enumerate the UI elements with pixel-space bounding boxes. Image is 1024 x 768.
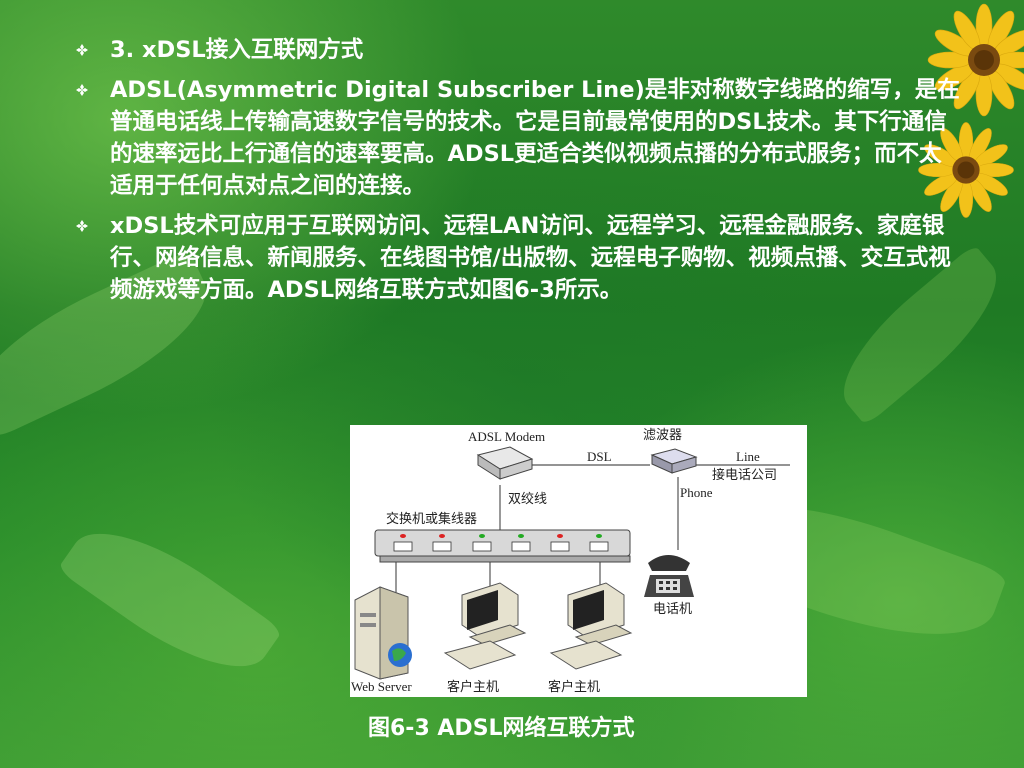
bullet-item: ADSL(Asymmetric Digital Subscriber Line)… bbox=[76, 74, 966, 202]
web-server-label: Web Server bbox=[351, 679, 412, 694]
background-leaf-decoration bbox=[56, 504, 284, 696]
web-server-icon bbox=[354, 586, 412, 680]
bullet-text: xDSL技术可应用于互联网访问、远程LAN访问、远程学习、远程金融服务、家庭银行… bbox=[110, 213, 951, 303]
adsl-network-diagram: ADSL Modem 滤波器 DSL Line 接电话公司 Phone 双绞线 … bbox=[350, 425, 807, 697]
switch-label: 交换机或集线器 bbox=[386, 511, 477, 526]
telephone-icon bbox=[644, 555, 694, 597]
filter-label: 滤波器 bbox=[643, 427, 682, 442]
figure-caption: 图6-3 ADSL网络互联方式 bbox=[368, 716, 635, 741]
bullet-item: 3. xDSL接入互联网方式 bbox=[76, 34, 966, 66]
diamond-bullet-icon bbox=[76, 34, 110, 56]
switch-hub-icon bbox=[374, 529, 631, 563]
telephone-label: 电话机 bbox=[653, 601, 692, 616]
adsl-modem-icon bbox=[476, 446, 534, 480]
bullet-text: 3. xDSL接入互联网方式 bbox=[110, 37, 364, 63]
diamond-bullet-icon bbox=[76, 210, 110, 232]
bullet-item: xDSL技术可应用于互联网访问、远程LAN访问、远程学习、远程金融服务、家庭银行… bbox=[76, 210, 966, 306]
client-label-2: 客户主机 bbox=[548, 679, 600, 694]
adsl-modem-label: ADSL Modem bbox=[468, 429, 545, 444]
diamond-bullet-icon bbox=[76, 74, 110, 96]
bullet-text: ADSL(Asymmetric Digital Subscriber Line)… bbox=[110, 77, 960, 199]
phone-label: Phone bbox=[680, 485, 713, 500]
to-phone-company-label: 接电话公司 bbox=[712, 467, 777, 482]
bullet-list: 3. xDSL接入互联网方式 ADSL(Asymmetric Digital S… bbox=[76, 34, 966, 314]
filter-icon bbox=[650, 448, 698, 474]
twisted-pair-label: 双绞线 bbox=[508, 491, 547, 506]
client-label-1: 客户主机 bbox=[447, 679, 499, 694]
line-label: Line bbox=[736, 449, 760, 464]
dsl-label: DSL bbox=[587, 449, 612, 464]
client-computer-icon bbox=[443, 582, 527, 670]
client-computer-icon bbox=[549, 582, 633, 670]
sunflower-decoration-icon bbox=[918, 3, 1024, 218]
